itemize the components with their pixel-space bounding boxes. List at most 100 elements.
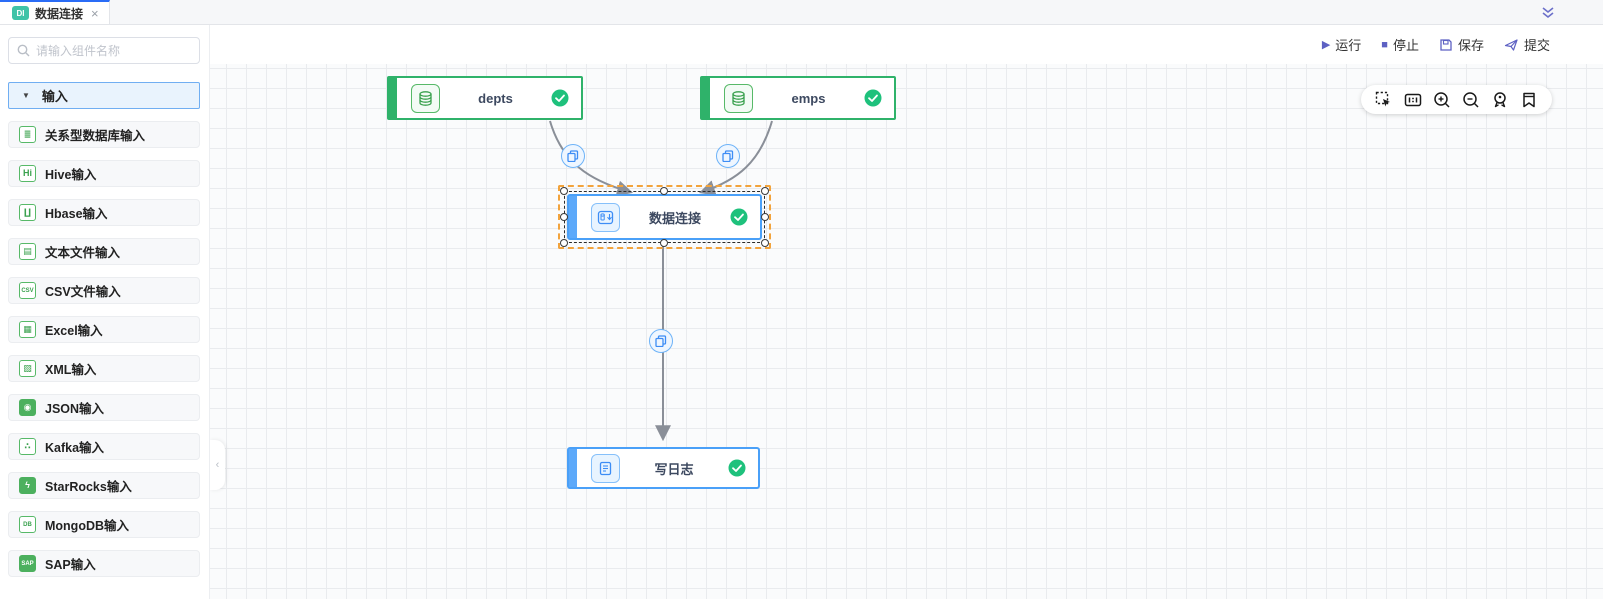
search-box[interactable] <box>8 37 200 64</box>
copy-badge-icon[interactable] <box>716 144 740 168</box>
sidebar-item-label: MongoDB输入 <box>45 519 130 533</box>
tab-data-connection[interactable]: DI 数据连接 × <box>0 0 110 24</box>
database-icon <box>724 83 753 113</box>
stop-button[interactable]: ■ 停止 <box>1381 35 1419 54</box>
node-accent-bar <box>569 449 577 487</box>
sap-icon: SAP <box>19 555 36 572</box>
flow-edges <box>549 120 773 442</box>
csv-file-icon: CSV <box>19 282 36 299</box>
sidebar-item-hbase-input[interactable]: ∐ Hbase输入 <box>8 199 200 226</box>
node-accent-bar <box>389 78 397 118</box>
section-label: 输入 <box>41 89 68 104</box>
text-file-icon: ▤ <box>19 243 36 260</box>
sidebar-item-starrocks-input[interactable]: ϟ StarRocks输入 <box>8 472 200 499</box>
node-emps[interactable]: emps <box>700 76 896 120</box>
submit-icon <box>1504 38 1519 52</box>
sidebar-item-hive-input[interactable]: Hi Hive输入 <box>8 160 200 187</box>
node-label: emps <box>791 90 826 106</box>
canvas-zoom-toolbar <box>1361 85 1552 114</box>
di-badge-icon: DI <box>12 6 29 20</box>
success-check-icon <box>728 459 746 477</box>
component-search-input[interactable] <box>36 43 191 58</box>
success-check-icon <box>551 89 569 107</box>
resize-handle-sw[interactable] <box>560 239 568 247</box>
select-tool-icon[interactable] <box>1374 90 1394 110</box>
join-icon <box>591 202 620 232</box>
sidebar-item-label: SAP输入 <box>45 558 96 572</box>
flow-canvas[interactable]: ▶ 运行 ■ 停止 保存 提交 <box>210 25 1603 599</box>
run-button[interactable]: ▶ 运行 <box>1322 35 1361 54</box>
stop-icon: ■ <box>1381 38 1388 51</box>
canvas-action-bar: ▶ 运行 ■ 停止 保存 提交 <box>1322 35 1550 54</box>
resize-handle-se[interactable] <box>761 239 769 247</box>
sidebar-item-kafka-input[interactable]: ∴ Kafka输入 <box>8 433 200 460</box>
chevron-left-icon: ‹ <box>215 459 220 471</box>
sidebar-item-sap-input[interactable]: SAP SAP输入 <box>8 550 200 577</box>
sidebar-item-text-file-input[interactable]: ▤ 文本文件输入 <box>8 238 200 265</box>
node-write-log[interactable]: 写日志 <box>567 447 760 489</box>
save-icon <box>1439 38 1453 52</box>
node-label: 写日志 <box>654 461 694 477</box>
node-label: depts <box>478 90 513 106</box>
copy-badge-icon[interactable] <box>561 144 585 168</box>
sidebar-item-relational-db-input[interactable]: ≣ 关系型数据库输入 <box>8 121 200 148</box>
resize-handle-w[interactable] <box>560 213 568 221</box>
zoom-out-icon[interactable] <box>1461 90 1481 110</box>
sidebar-item-label: Kafka输入 <box>45 441 105 455</box>
section-input-header[interactable]: ▼ 输入 <box>8 82 200 109</box>
log-file-icon <box>591 453 620 483</box>
run-icon: ▶ <box>1321 39 1331 51</box>
tab-bar: DI 数据连接 × <box>0 0 1603 25</box>
one-to-one-icon[interactable] <box>1403 90 1423 110</box>
save-label: 保存 <box>1457 38 1484 53</box>
success-check-icon <box>730 208 748 226</box>
hive-icon: Hi <box>19 165 36 182</box>
run-label: 运行 <box>1335 38 1362 53</box>
sidebar-item-xml-input[interactable]: ▧ XML输入 <box>8 355 200 382</box>
sidebar-item-label: 关系型数据库输入 <box>45 129 146 143</box>
grid-background[interactable]: depts emps <box>210 64 1603 599</box>
sidebar-item-label: Hive输入 <box>45 168 97 182</box>
submit-button[interactable]: 提交 <box>1504 35 1550 54</box>
tab-close-icon[interactable]: × <box>91 5 99 21</box>
tab-label: 数据连接 <box>35 6 84 21</box>
resize-handle-ne[interactable] <box>761 187 769 195</box>
chevrons-down-icon[interactable] <box>1538 3 1558 23</box>
sidebar-collapse-handle[interactable]: ‹ <box>210 440 225 490</box>
node-depts[interactable]: depts <box>387 76 583 120</box>
node-accent-bar <box>569 196 577 238</box>
sidebar-item-label: StarRocks输入 <box>45 480 132 494</box>
zoom-in-icon[interactable] <box>1432 90 1452 110</box>
mongodb-icon: DB <box>19 516 36 533</box>
main-area: ▼ 输入 ≣ 关系型数据库输入 Hi Hive输入 ∐ Hbase输入 ▤ 文本… <box>0 25 1603 599</box>
selection-outline <box>558 185 771 249</box>
resize-handle-s[interactable] <box>660 239 668 247</box>
starrocks-icon: ϟ <box>19 477 36 494</box>
copy-badge-icon[interactable] <box>649 329 673 353</box>
caret-down-icon: ▼ <box>22 91 30 100</box>
sidebar-item-excel-input[interactable]: ▦ Excel输入 <box>8 316 200 343</box>
kafka-icon: ∴ <box>19 438 36 455</box>
search-icon <box>17 44 30 57</box>
node-accent-bar <box>702 78 710 118</box>
component-sidebar: ▼ 输入 ≣ 关系型数据库输入 Hi Hive输入 ∐ Hbase输入 ▤ 文本… <box>0 25 210 599</box>
sidebar-item-label: 文本文件输入 <box>45 246 121 260</box>
bookmark-icon[interactable] <box>1519 90 1539 110</box>
locate-icon[interactable] <box>1490 90 1510 110</box>
resize-handle-e[interactable] <box>761 213 769 221</box>
sidebar-item-label: Excel输入 <box>45 324 103 338</box>
sidebar-item-label: JSON输入 <box>45 402 105 416</box>
save-button[interactable]: 保存 <box>1439 35 1484 54</box>
excel-icon: ▦ <box>19 321 36 338</box>
submit-label: 提交 <box>1523 38 1550 53</box>
resize-handle-nw[interactable] <box>560 187 568 195</box>
xml-icon: ▧ <box>19 360 36 377</box>
sidebar-item-label: CSV文件输入 <box>45 285 121 299</box>
node-label: 数据连接 <box>648 210 701 226</box>
sidebar-item-csv-input[interactable]: CSV CSV文件输入 <box>8 277 200 304</box>
stop-label: 停止 <box>1392 38 1419 53</box>
resize-handle-n[interactable] <box>660 187 668 195</box>
node-data-connection[interactable]: 数据连接 <box>567 194 762 240</box>
sidebar-item-json-input[interactable]: ◉ JSON输入 <box>8 394 200 421</box>
sidebar-item-mongodb-input[interactable]: DB MongoDB输入 <box>8 511 200 538</box>
